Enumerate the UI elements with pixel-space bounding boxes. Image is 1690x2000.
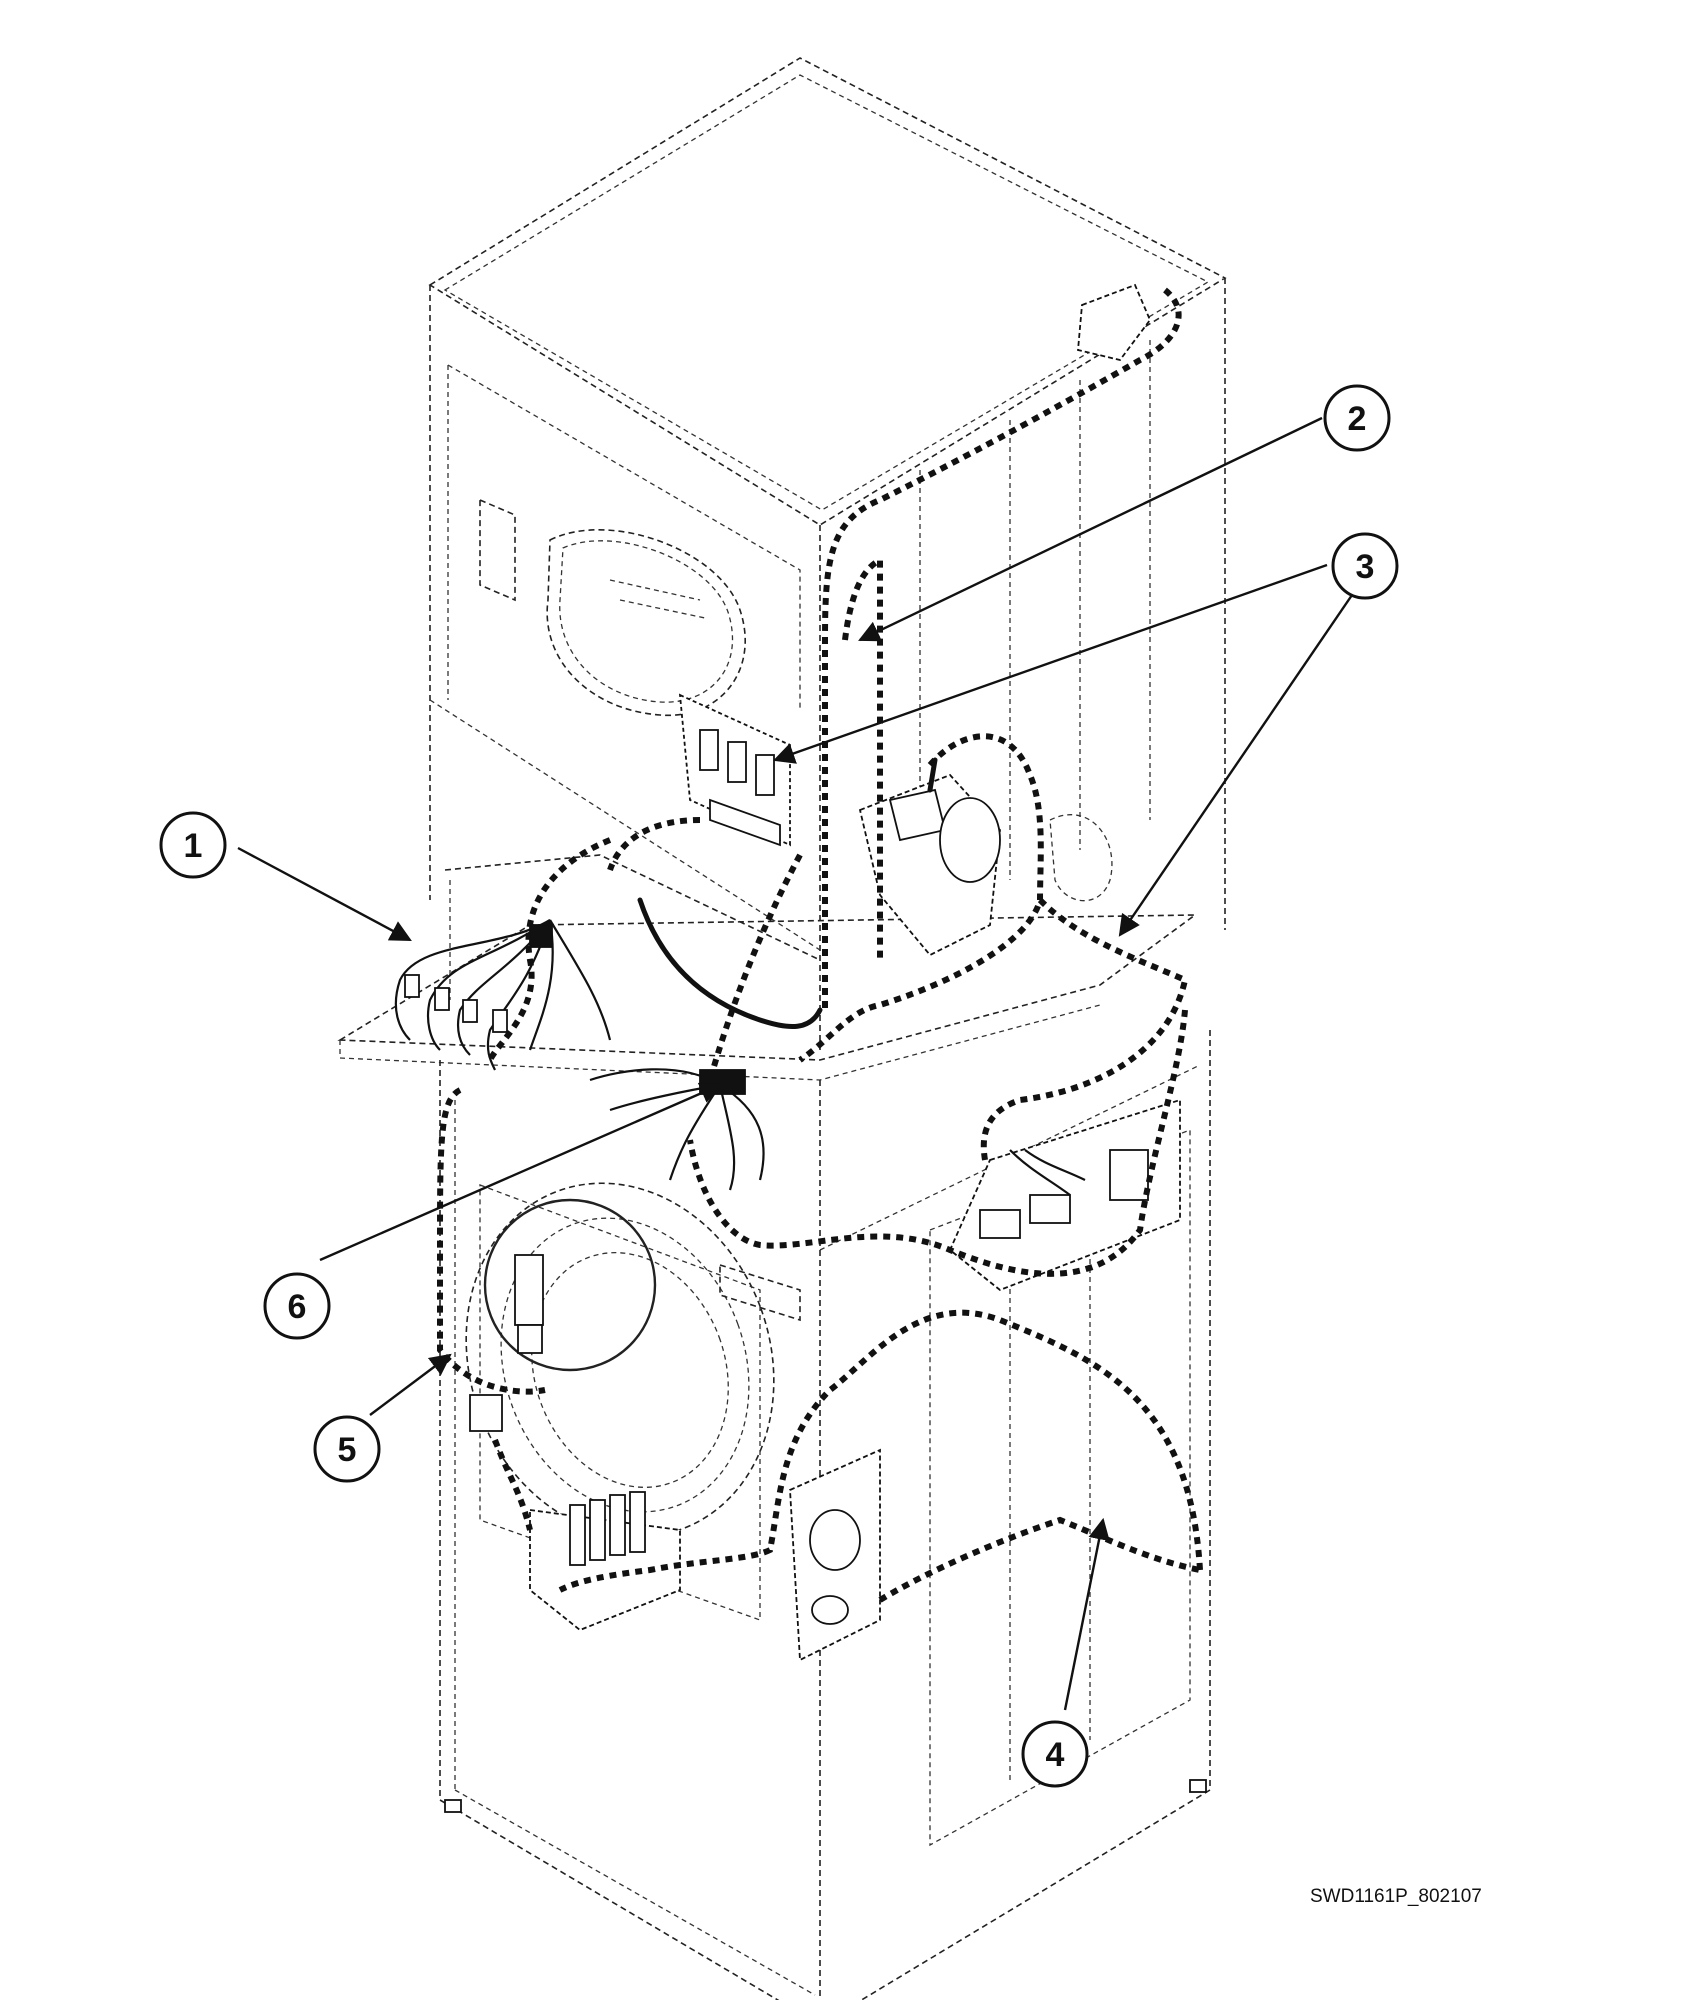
washer-drain-pump bbox=[789, 1448, 881, 1662]
dryer-motor bbox=[858, 773, 1001, 957]
callout-2: 2 bbox=[1323, 384, 1391, 452]
callout-6: 6 bbox=[263, 1272, 331, 1340]
callout-1: 1 bbox=[159, 811, 227, 879]
svg-text:5: 5 bbox=[338, 1431, 357, 1469]
wire-bundle-1 bbox=[394, 919, 612, 1071]
harness-dryer-main bbox=[822, 287, 1182, 1010]
callout-5: 5 bbox=[313, 1415, 381, 1483]
dryer-cabinet bbox=[428, 57, 1227, 1050]
leader-1 bbox=[237, 846, 412, 942]
harness-interconnect bbox=[687, 897, 1189, 1277]
svg-text:3: 3 bbox=[1356, 548, 1375, 586]
drawing-code: SWD1161P_802107 bbox=[1310, 1886, 1482, 1907]
svg-text:4: 4 bbox=[1046, 1736, 1065, 1774]
leader-6 bbox=[319, 1082, 722, 1262]
leader-2 bbox=[858, 416, 1323, 642]
stacking-shelf bbox=[337, 814, 1198, 1081]
dryer-control-block bbox=[678, 693, 791, 847]
svg-text:1: 1 bbox=[184, 827, 203, 865]
callout-3: 3 bbox=[1331, 532, 1399, 600]
harness-washer-lower bbox=[437, 817, 1203, 1603]
motor-lead bbox=[927, 757, 938, 793]
leader-5 bbox=[369, 1353, 452, 1416]
drain-hose bbox=[637, 897, 823, 1030]
svg-text:6: 6 bbox=[288, 1288, 307, 1326]
leader-3b bbox=[1118, 594, 1353, 937]
leader-4 bbox=[1063, 1517, 1110, 1711]
wire-bundle-6 bbox=[529, 924, 765, 1191]
door-lock bbox=[469, 1198, 657, 1432]
leader-3a bbox=[772, 563, 1328, 764]
washer-terminal-block bbox=[529, 1491, 681, 1632]
svg-text:2: 2 bbox=[1348, 400, 1367, 438]
callout-4: 4 bbox=[1021, 1720, 1089, 1788]
washer-connector-cluster bbox=[948, 1098, 1181, 1292]
